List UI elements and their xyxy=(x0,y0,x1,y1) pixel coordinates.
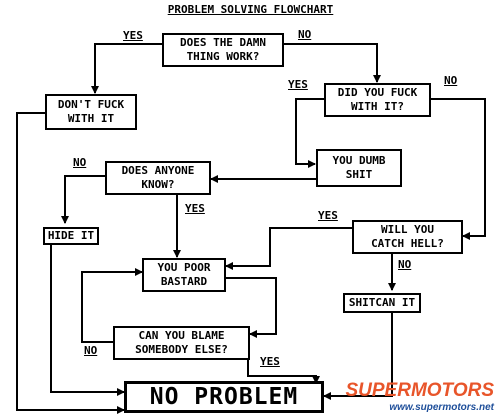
edge-work-yes xyxy=(91,43,162,94)
node-dumb: YOU DUMB SHIT xyxy=(316,149,402,187)
label-know-yes: YES xyxy=(185,202,205,215)
node-did-you-touch: DID YOU FUCK WITH IT? xyxy=(324,83,431,117)
watermark-logo: Supermotors www.supermotors.net xyxy=(320,378,498,418)
node-hide: HIDE IT xyxy=(43,227,99,245)
label-know-no: NO xyxy=(73,156,87,169)
node-dont-touch: DON'T FUCK WITH IT xyxy=(45,94,137,130)
edge-donttouch-to-np xyxy=(16,112,125,414)
edge-shitcan-to-np xyxy=(323,313,393,400)
label-touch-no: NO xyxy=(444,74,458,87)
label-blame-yes: YES xyxy=(260,355,280,368)
edge-hell-yes xyxy=(225,227,352,270)
edge-blame-yes xyxy=(247,350,320,384)
edge-blame-no xyxy=(81,268,143,343)
edge-touch-no xyxy=(431,98,486,240)
label-work-yes: YES xyxy=(123,29,143,42)
chart-title: PROBLEM SOLVING FLOWCHART xyxy=(167,3,334,16)
watermark-url: www.supermotors.net xyxy=(389,402,494,413)
node-does-it-work: DOES THE DAMN THING WORK? xyxy=(162,33,284,67)
node-catch-hell: WILL YOU CATCH HELL? xyxy=(352,220,463,254)
edge-touch-yes xyxy=(295,98,324,168)
label-hell-no: NO xyxy=(398,258,412,271)
node-poor-bastard: YOU POOR BASTARD xyxy=(142,258,226,292)
label-touch-yes: YES xyxy=(288,78,308,91)
edge-know-no xyxy=(61,175,105,224)
node-blame: CAN YOU BLAME SOMEBODY ELSE? xyxy=(113,326,250,360)
node-anyone-know: DOES ANYONE KNOW? xyxy=(105,161,211,195)
edge-hide-to-np xyxy=(50,245,125,396)
label-work-no: NO xyxy=(298,28,312,41)
watermark-name: Supermotors xyxy=(345,380,494,401)
edge-poor-to-blame xyxy=(226,277,277,338)
label-hell-yes: YES xyxy=(318,209,338,222)
node-shitcan: SHITCAN IT xyxy=(343,293,421,313)
node-no-problem: NO PROBLEM xyxy=(124,381,324,413)
label-blame-no: NO xyxy=(84,344,98,357)
edge-work-no xyxy=(284,43,381,83)
